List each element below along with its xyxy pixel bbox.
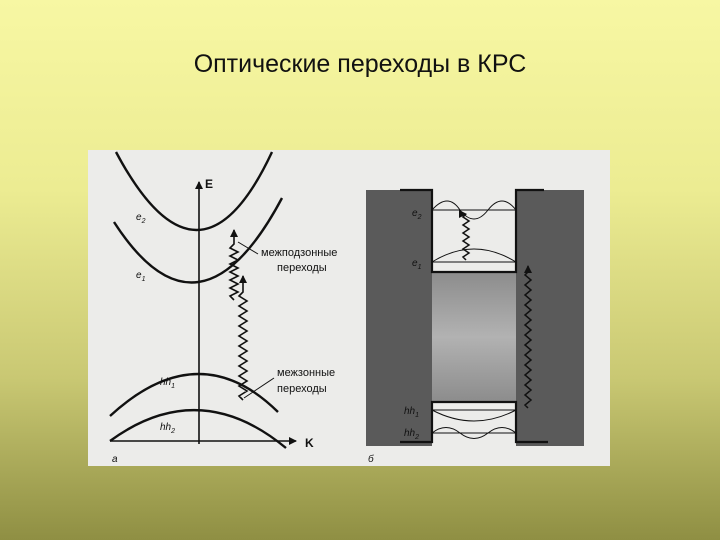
interband-arrow — [237, 275, 249, 401]
k-axis-label: K — [305, 436, 314, 450]
intersubband-label-line2: переходы — [277, 262, 327, 274]
hh1-label-a: hh1 — [160, 377, 175, 390]
e2-wavefunction — [431, 200, 517, 220]
interband-pointer — [243, 377, 275, 399]
conduction-band-edge — [400, 188, 544, 274]
valence-band-edge — [400, 400, 548, 444]
hh2-label-a: hh2 — [160, 422, 175, 435]
well-band-region — [432, 272, 516, 402]
intersubband-arrow-b — [458, 213, 471, 261]
intersubband-arrow — [228, 229, 240, 301]
hh2-band-curve — [109, 408, 287, 449]
e2-band-curve — [114, 151, 274, 231]
panel-a: E K e2 e1 hh1 hh2 межподзонные переходы … — [109, 151, 337, 465]
e-axis-label: E — [205, 177, 213, 191]
band-diagram-figure: E K e2 e1 hh1 hh2 межподзонные переходы … — [88, 150, 610, 466]
e1-label-b: e1 — [412, 258, 422, 271]
panel-b: e2 e1 hh1 hh2 б — [366, 188, 584, 465]
slide-title: Оптические переходы в КРС — [193, 50, 527, 78]
panel-b-label: б — [368, 453, 374, 465]
hh2-label-b: hh2 — [404, 428, 419, 441]
band-diagram-svg: E K e2 e1 hh1 hh2 межподзонные переходы … — [109, 151, 584, 465]
e2-label-b: e2 — [412, 208, 422, 221]
interband-label-line1: межзонные — [277, 367, 335, 379]
e2-label-a: e2 — [136, 212, 146, 225]
valence-well — [432, 402, 516, 446]
interband-label-line2: переходы — [277, 383, 327, 395]
e1-wavefunction — [431, 248, 517, 263]
hh1-wavefunction — [431, 409, 517, 422]
intersubband-pointer — [237, 241, 259, 255]
hh2-wavefunction — [431, 427, 517, 439]
interband-arrow-b — [523, 265, 533, 409]
hh1-band-curve — [109, 372, 279, 417]
conduction-well — [432, 190, 516, 272]
hh1-label-b: hh1 — [404, 406, 419, 419]
e1-label-a: e1 — [136, 270, 146, 283]
panel-a-label: а — [112, 454, 118, 465]
intersubband-label-line1: межподзонные — [261, 247, 337, 259]
e1-band-curve — [112, 197, 284, 284]
